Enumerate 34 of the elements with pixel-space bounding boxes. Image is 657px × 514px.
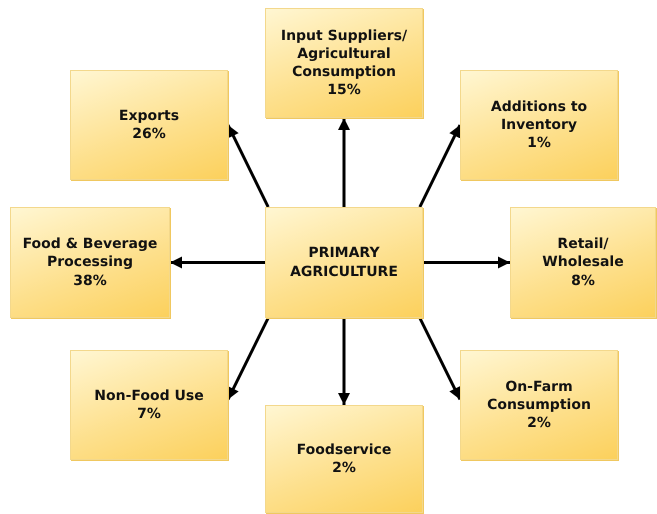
arrow [226, 317, 270, 400]
category-label: On-Farm Consumption [486, 378, 592, 414]
percentage-label: 8% [570, 272, 596, 290]
arrow [338, 318, 350, 405]
arrow [170, 256, 265, 268]
percentage-label: 2% [526, 414, 552, 432]
arrow [338, 118, 350, 207]
arrow [423, 256, 510, 268]
category-box [510, 207, 656, 318]
category-box [265, 8, 423, 118]
category-label: Input Suppliers/ Agricultural Consumption [280, 26, 408, 82]
percentage-label: 26% [131, 125, 167, 144]
category-box [460, 70, 618, 180]
category-label: Non-Food Use [93, 386, 205, 405]
category-label: Foodservice [296, 440, 392, 459]
category-box [460, 350, 618, 460]
category-label: Food & Beverage Processing [22, 235, 158, 272]
percentage-label: 15% [326, 81, 362, 100]
arrow [226, 124, 270, 208]
category-label: PRIMARY AGRICULTURE [289, 244, 399, 281]
percentage-label: 38% [72, 272, 108, 290]
category-box [70, 70, 228, 180]
category-box [10, 207, 170, 318]
percentage-label: 7% [136, 405, 162, 424]
category-box [265, 207, 423, 318]
arrow [418, 124, 462, 208]
category-label: Exports [118, 106, 180, 125]
percentage-label: 1% [526, 134, 552, 152]
arrow [418, 317, 462, 400]
category-box [70, 350, 228, 460]
category-box [265, 405, 423, 513]
category-label: Additions to Inventory [490, 98, 588, 134]
percentage-label: 2% [331, 459, 357, 478]
category-label: Retail/ Wholesale [541, 235, 625, 272]
